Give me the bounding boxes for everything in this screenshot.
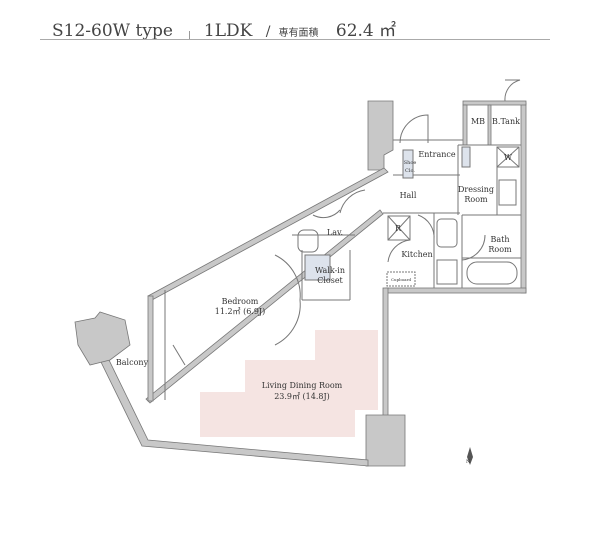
ldr-area bbox=[200, 330, 378, 437]
divider bbox=[188, 31, 190, 40]
shoe-label-1: Shoe bbox=[404, 160, 417, 166]
balcony-label: Balcony bbox=[116, 358, 149, 367]
hall-label: Hall bbox=[400, 191, 417, 200]
btank-label: B.Tank bbox=[492, 117, 520, 126]
compass: N bbox=[466, 447, 473, 465]
bedroom-label: Bedroom bbox=[222, 297, 259, 306]
washer-label: W bbox=[504, 153, 513, 162]
bedroom-size: 11.2㎡ (6.9J) bbox=[215, 307, 266, 316]
unit-type: S12-60W type bbox=[52, 21, 173, 41]
layout-type: 1LDK bbox=[203, 21, 253, 41]
room-lines bbox=[164, 79, 521, 400]
area-unit: ㎡ bbox=[379, 21, 397, 41]
entrance-label: Entrance bbox=[418, 150, 455, 159]
ldr-label: Living Dining Room bbox=[262, 381, 343, 390]
dressing-label-2: Room bbox=[464, 195, 488, 204]
header-rule bbox=[40, 39, 550, 40]
ldr-size: 23.9㎡ (14.8J) bbox=[274, 392, 330, 401]
area-label: 専有面積 bbox=[278, 28, 319, 39]
compass-arrow-icon bbox=[467, 447, 473, 465]
walkin-label-1: Walk-in bbox=[315, 266, 345, 275]
compass-north: N bbox=[466, 459, 471, 465]
walkin-label-2: Closet bbox=[317, 276, 343, 285]
room-labels: Bedroom 11.2㎡ (6.9J) Living Dining Room … bbox=[116, 117, 520, 401]
fridge-label: R bbox=[395, 224, 402, 233]
bath-label-1: Bath bbox=[490, 235, 509, 244]
shoe-label-2: Clo. bbox=[405, 168, 415, 174]
kitchen-label: Kitchen bbox=[401, 250, 432, 259]
dressing-label-1: Dressing bbox=[458, 185, 494, 194]
lav-label: Lav. bbox=[327, 228, 343, 237]
slash: / bbox=[265, 24, 271, 40]
mb-label: MB bbox=[471, 117, 485, 126]
area-value: 62.4 bbox=[335, 21, 374, 41]
cupboard-label: Cupboard bbox=[391, 277, 411, 282]
plan-header: S12-60W type 1LDK / 専有面積 62.4 ㎡ bbox=[52, 16, 396, 41]
bath-label-2: Room bbox=[488, 245, 512, 254]
